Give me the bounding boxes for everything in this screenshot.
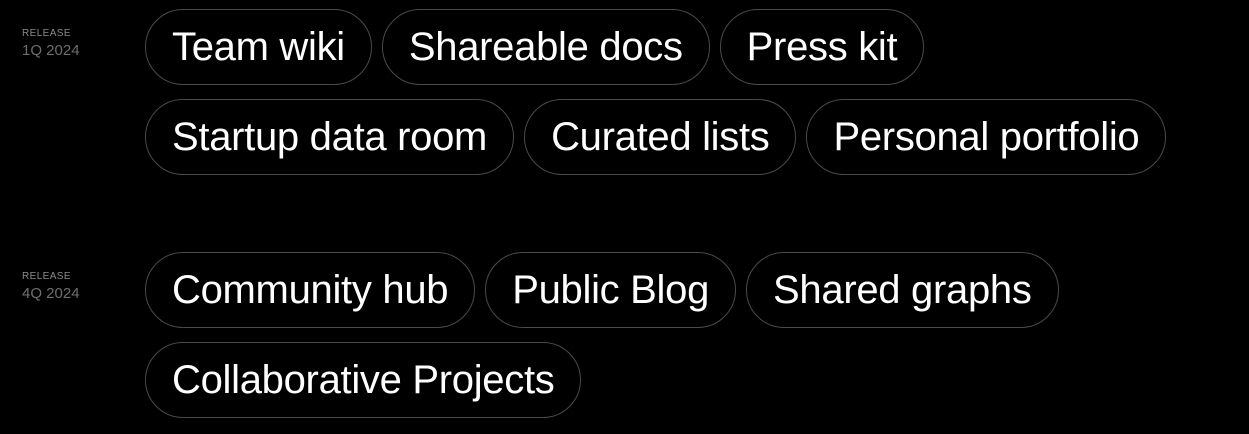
- release-label: RELEASE: [22, 271, 71, 282]
- pill-collaborative-projects[interactable]: Collaborative Projects: [145, 342, 582, 418]
- feature-pill-list: Team wiki Shareable docs Press kit Start…: [145, 9, 1240, 175]
- release-meta: RELEASE 1Q 2024: [22, 28, 132, 60]
- pill-startup-data-room[interactable]: Startup data room: [145, 99, 515, 175]
- release-label: RELEASE: [22, 28, 71, 39]
- release-meta: RELEASE 4Q 2024: [22, 271, 132, 303]
- pill-community-hub[interactable]: Community hub: [145, 252, 476, 328]
- pill-curated-lists[interactable]: Curated lists: [524, 99, 797, 175]
- pill-team-wiki[interactable]: Team wiki: [145, 9, 372, 85]
- release-quarter: 1Q 2024: [22, 42, 80, 59]
- pill-press-kit[interactable]: Press kit: [719, 9, 925, 85]
- pill-shareable-docs[interactable]: Shareable docs: [381, 9, 710, 85]
- pill-shared-graphs[interactable]: Shared graphs: [746, 252, 1059, 328]
- pill-public-blog[interactable]: Public Blog: [485, 252, 737, 328]
- feature-pill-list: Community hub Public Blog Shared graphs …: [145, 252, 1240, 418]
- pill-personal-portfolio[interactable]: Personal portfolio: [806, 99, 1167, 175]
- release-quarter: 4Q 2024: [22, 285, 80, 302]
